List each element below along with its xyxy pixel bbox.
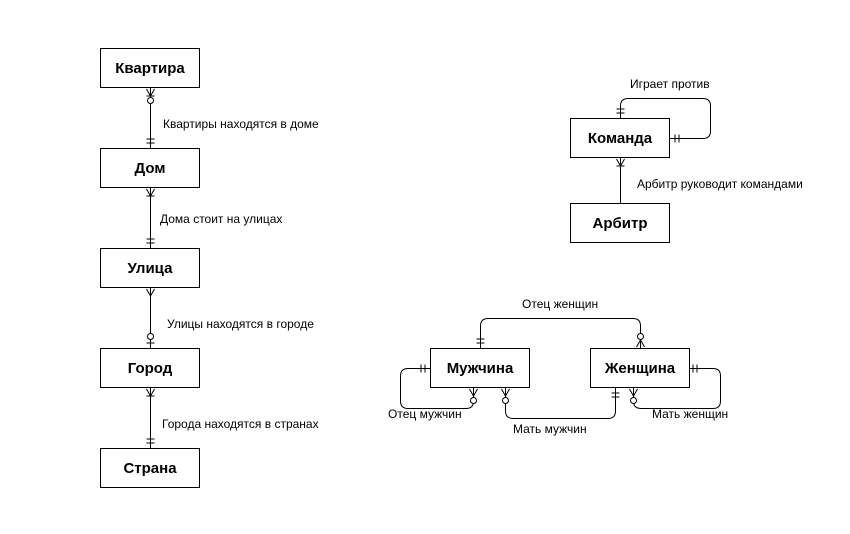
entity-referee[interactable]: Арбитр	[570, 203, 670, 243]
label-referee-leads-teams: Арбитр руководит командами	[637, 177, 803, 191]
label-mother-of-women: Мать женщин	[652, 407, 729, 421]
entity-country[interactable]: Страна	[100, 448, 200, 488]
label-father-of-men: Отец мужчин	[388, 407, 462, 421]
entity-man[interactable]: Мужчина	[430, 348, 530, 388]
label-plays-against: Играет против	[630, 77, 710, 91]
relation-line-mother-of-women	[633, 368, 721, 409]
entity-street[interactable]: Улица	[100, 248, 200, 288]
label-father-of-women: Отец женщин	[522, 297, 599, 311]
entity-woman[interactable]: Женщина	[590, 348, 690, 388]
relation-line-plays-against	[620, 98, 711, 139]
entity-house[interactable]: Дом	[100, 148, 200, 188]
entity-team[interactable]: Команда	[570, 118, 670, 158]
relation-line-father-of-women	[480, 318, 641, 348]
relation-line-mother-of-men	[505, 388, 616, 419]
label-apartments-in-house: Квартиры находятся в доме	[163, 117, 319, 131]
label-cities-in-countries: Города находятся в странах	[162, 417, 319, 431]
label-houses-on-streets: Дома стоит на улицах	[160, 212, 283, 226]
entity-city[interactable]: Город	[100, 348, 200, 388]
relation-line-father-of-men	[400, 368, 474, 409]
label-streets-in-city: Улицы находятся в городе	[167, 317, 314, 331]
label-mother-of-men: Мать мужчин	[513, 422, 587, 436]
entity-apartment[interactable]: Квартира	[100, 48, 200, 88]
